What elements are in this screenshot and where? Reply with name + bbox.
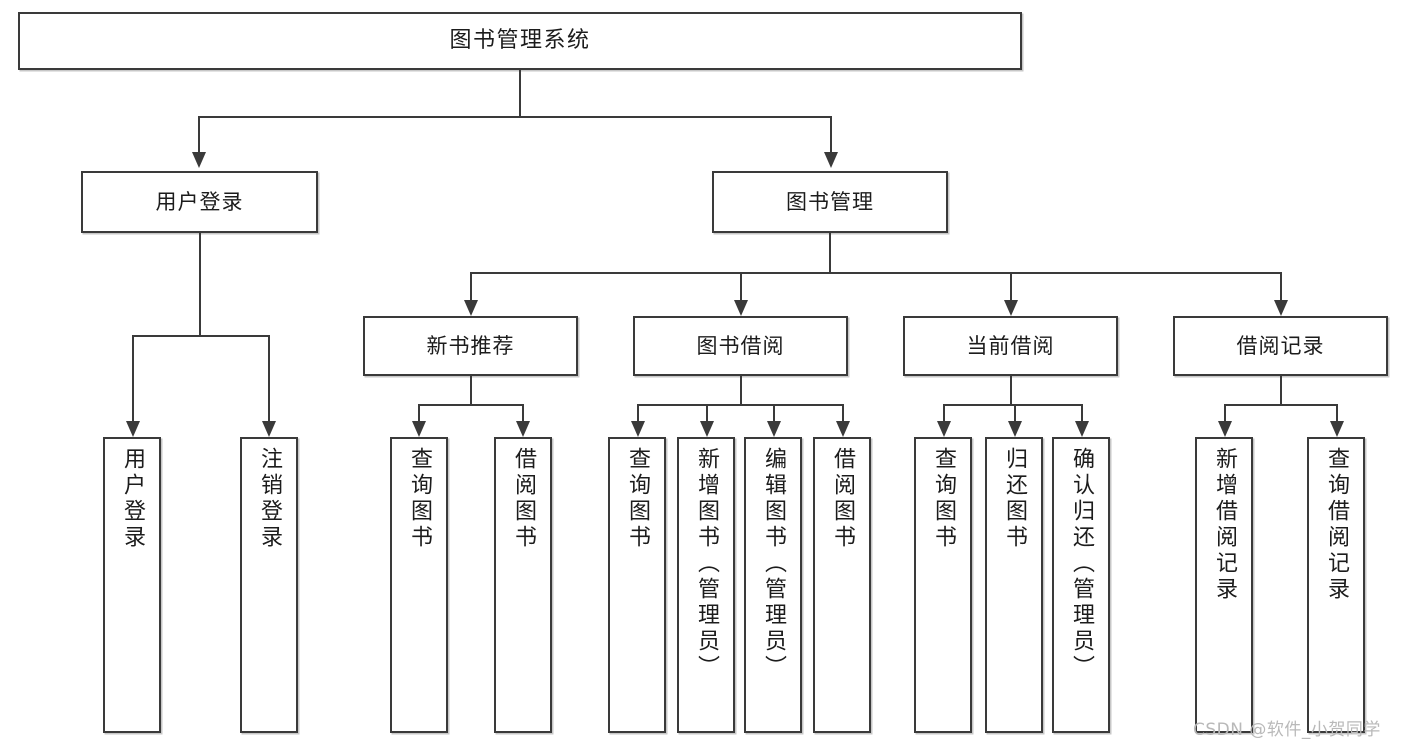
leaf-borrow-book[interactable]: 借阅图书 (813, 437, 871, 733)
edge-book-manage-stem (829, 233, 831, 272)
node-label: 查询图书 (931, 447, 956, 551)
edge-book-manage-bar (470, 272, 1280, 274)
edge-book-manage-to-l3-2 (740, 272, 742, 300)
node-label: 借阅图书 (830, 447, 855, 551)
leaf-add-book-admin[interactable]: 新增图书（管理员） (677, 437, 735, 733)
node-label: 查询借阅记录 (1324, 447, 1349, 603)
edge-recommend-to-leaf-2 (522, 404, 524, 421)
edge-borrow-to-leaf-3 (773, 404, 775, 421)
node-book-borrow[interactable]: 图书借阅 (633, 316, 848, 376)
node-label: 确认归还（管理员） (1069, 447, 1094, 681)
leaf-query-book-borrow[interactable]: 查询图书 (608, 437, 666, 733)
edge-borrow-to-leaf-2 (706, 404, 708, 421)
arrow-borrow-to-leaf-1 (631, 421, 645, 437)
edge-current-bar (943, 404, 1081, 406)
node-label: 归还图书 (1002, 447, 1027, 551)
edge-recommend-bar (418, 404, 522, 406)
node-label: 当前借阅 (966, 333, 1055, 358)
edge-root-to-book-manage (830, 116, 832, 152)
arrow-borrow-to-leaf-2 (700, 421, 714, 437)
node-root-system[interactable]: 图书管理系统 (18, 12, 1022, 70)
node-label: 编辑图书（管理员） (761, 447, 786, 681)
edge-root-to-user-login (198, 116, 200, 152)
edge-borrow-stem (740, 376, 742, 404)
arrow-recommend-to-leaf-2 (516, 421, 530, 437)
leaf-query-book-current[interactable]: 查询图书 (914, 437, 972, 733)
arrow-book-manage-to-l3-2 (734, 300, 748, 316)
node-label: 用户登录 (120, 447, 145, 551)
node-label: 借阅记录 (1236, 333, 1325, 358)
arrow-book-manage-to-l3-1 (464, 300, 478, 316)
edge-record-bar (1224, 404, 1336, 406)
arrow-recommend-to-leaf-1 (412, 421, 426, 437)
node-label: 查询图书 (407, 447, 432, 551)
leaf-logout[interactable]: 注销登录 (240, 437, 298, 733)
leaf-return-book[interactable]: 归还图书 (985, 437, 1043, 733)
edge-book-manage-to-l3-3 (1010, 272, 1012, 300)
edge-book-manage-to-l3-1 (470, 272, 472, 300)
arrow-user-login-to-leaf-1 (126, 421, 140, 437)
node-label: 查询图书 (625, 447, 650, 551)
node-label: 注销登录 (257, 447, 282, 551)
node-borrow-record[interactable]: 借阅记录 (1173, 316, 1388, 376)
leaf-query-borrow-record[interactable]: 查询借阅记录 (1307, 437, 1365, 733)
edge-book-manage-to-l3-4 (1280, 272, 1282, 300)
arrow-user-login-to-leaf-2 (262, 421, 276, 437)
arrow-record-to-leaf-1 (1218, 421, 1232, 437)
node-user-login[interactable]: 用户登录 (81, 171, 318, 233)
arrow-current-to-leaf-2 (1008, 421, 1022, 437)
arrow-root-to-book-manage (824, 152, 838, 168)
node-new-book-recommend[interactable]: 新书推荐 (363, 316, 578, 376)
edge-root-stem (519, 70, 521, 116)
node-label: 图书管理系统 (449, 28, 591, 54)
leaf-query-book-recommend[interactable]: 查询图书 (390, 437, 448, 733)
leaf-add-borrow-record[interactable]: 新增借阅记录 (1195, 437, 1253, 733)
arrow-current-to-leaf-3 (1075, 421, 1089, 437)
leaf-user-login[interactable]: 用户登录 (103, 437, 161, 733)
arrow-current-to-leaf-1 (937, 421, 951, 437)
edge-user-login-stem (199, 233, 201, 335)
node-label: 新增图书（管理员） (694, 447, 719, 681)
edge-recommend-stem (470, 376, 472, 404)
edge-user-login-to-leaf-2 (268, 335, 270, 421)
edge-user-login-to-leaf-1 (132, 335, 134, 421)
node-label: 新书推荐 (426, 333, 515, 358)
node-label: 新增借阅记录 (1212, 447, 1237, 603)
edge-user-login-bar (132, 335, 268, 337)
leaf-confirm-return-admin[interactable]: 确认归还（管理员） (1052, 437, 1110, 733)
node-book-management[interactable]: 图书管理 (712, 171, 948, 233)
edge-current-to-leaf-2 (1014, 404, 1016, 421)
edge-borrow-to-leaf-1 (637, 404, 639, 421)
arrow-root-to-user-login (192, 152, 206, 168)
arrow-borrow-to-leaf-3 (767, 421, 781, 437)
node-label: 图书借阅 (696, 333, 785, 358)
arrow-record-to-leaf-2 (1330, 421, 1344, 437)
node-label: 用户登录 (155, 189, 244, 214)
arrow-book-manage-to-l3-3 (1004, 300, 1018, 316)
edge-borrow-bar (637, 404, 842, 406)
node-label: 图书管理 (786, 189, 874, 214)
edge-current-to-leaf-1 (943, 404, 945, 421)
node-current-borrow[interactable]: 当前借阅 (903, 316, 1118, 376)
node-label: 借阅图书 (511, 447, 536, 551)
edge-root-bar (198, 116, 832, 118)
edge-record-to-leaf-1 (1224, 404, 1226, 421)
leaf-borrow-book-recommend[interactable]: 借阅图书 (494, 437, 552, 733)
edge-borrow-to-leaf-4 (842, 404, 844, 421)
csdn-watermark: CSDN @软件_小贺同学 (1193, 720, 1381, 740)
leaf-edit-book-admin[interactable]: 编辑图书（管理员） (744, 437, 802, 733)
edge-recommend-to-leaf-1 (418, 404, 420, 421)
arrow-borrow-to-leaf-4 (836, 421, 850, 437)
arrow-book-manage-to-l3-4 (1274, 300, 1288, 316)
edge-current-stem (1010, 376, 1012, 404)
edge-record-to-leaf-2 (1336, 404, 1338, 421)
edge-current-to-leaf-3 (1081, 404, 1083, 421)
edge-record-stem (1280, 376, 1282, 404)
